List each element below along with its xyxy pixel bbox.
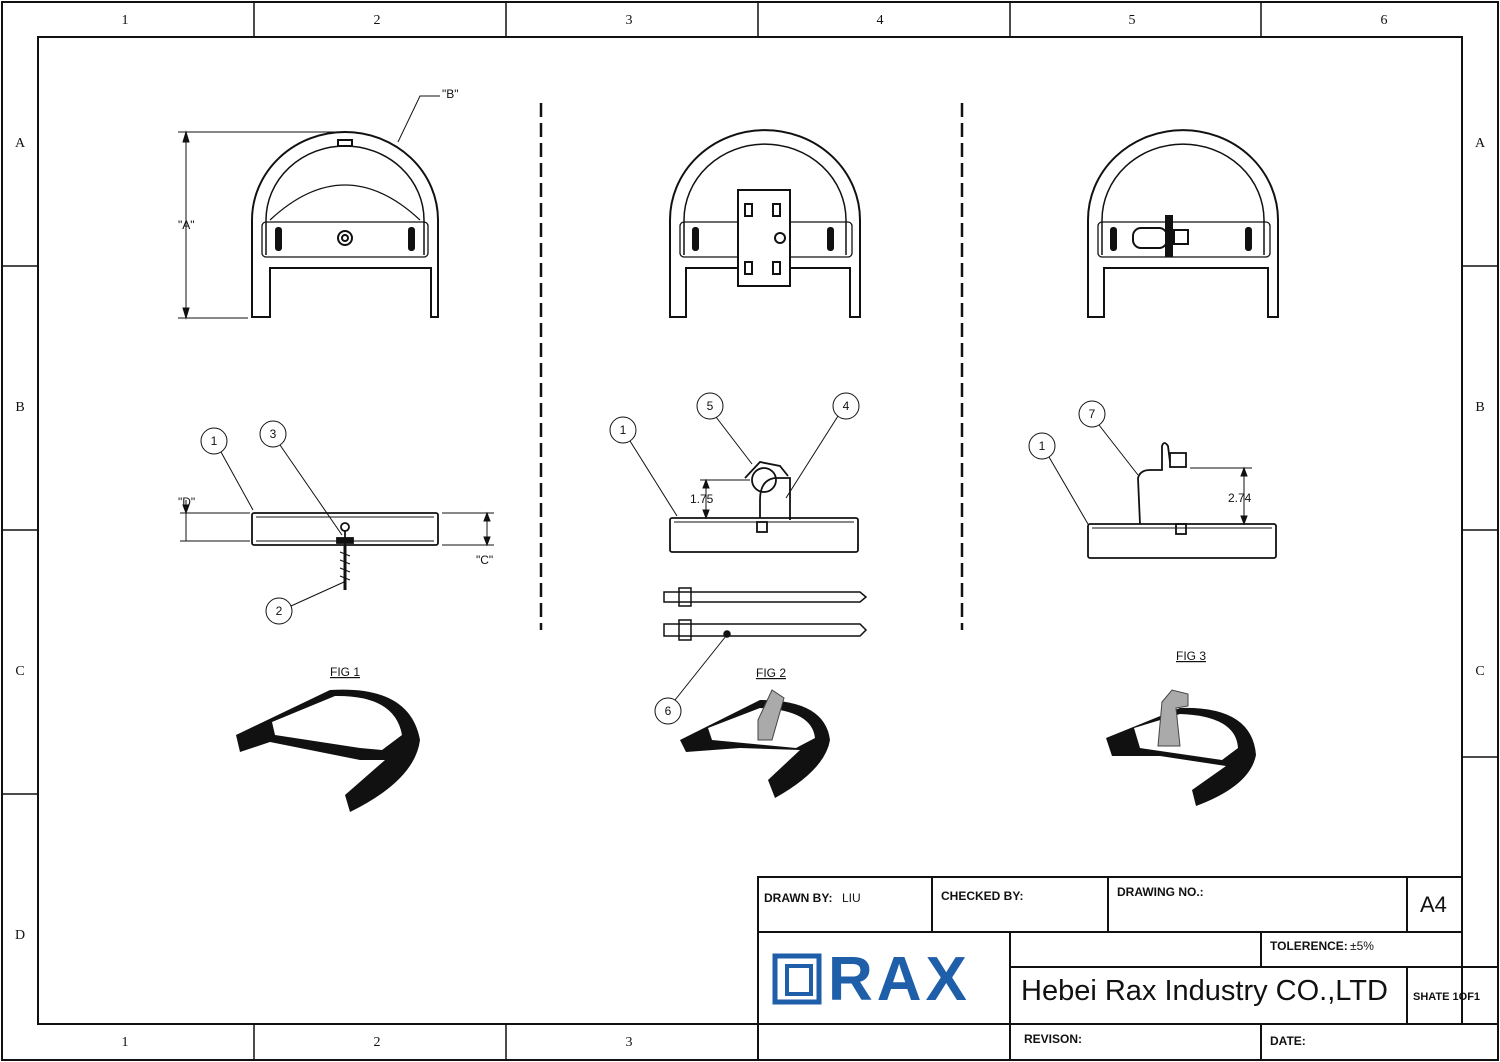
fig1-balloon-3: 3 xyxy=(270,427,277,441)
rax-logo-text: RAX xyxy=(828,945,971,1014)
zone-col-3-top: 3 xyxy=(626,13,633,28)
fig3-top-view xyxy=(1087,129,1279,318)
dim-b-label: "B" xyxy=(442,87,459,101)
zone-col-2-bottom: 2 xyxy=(374,1035,381,1050)
sheet-size: A4 xyxy=(1420,892,1447,917)
fig1-balloon-1: 1 xyxy=(211,434,218,448)
zone-row-d-left: D xyxy=(15,928,25,943)
zone-row-b-right: B xyxy=(1475,400,1484,415)
drawn-by-value: LIU xyxy=(842,891,861,905)
zone-row-c-right: C xyxy=(1475,664,1484,679)
zone-row-c-left: C xyxy=(15,664,24,679)
zone-col-1-top: 1 xyxy=(122,13,129,28)
zone-col-5-top: 5 xyxy=(1129,13,1136,28)
zone-row-a-left: A xyxy=(15,136,26,151)
dim-c-label: "C" xyxy=(476,553,493,567)
zone-col-6-top: 6 xyxy=(1381,13,1388,28)
fig3-balloon-1: 1 xyxy=(1039,439,1046,453)
fig3-balloon-7: 7 xyxy=(1089,407,1096,421)
fig2-balloon-5: 5 xyxy=(707,399,714,413)
checked-by-label: CHECKED BY: xyxy=(941,889,1024,903)
fig2-balloon-1: 1 xyxy=(620,423,627,437)
sheet-number: SHATE 1OF1 xyxy=(1413,991,1481,1003)
fig1-balloon-2: 2 xyxy=(276,604,283,618)
zone-row-b-left: B xyxy=(15,400,24,415)
fig3-side-view xyxy=(1087,442,1277,559)
revision-label: REVISON: xyxy=(1024,1032,1083,1046)
dim-d-label: "D" xyxy=(178,495,195,509)
zone-col-1-bottom: 1 xyxy=(122,1035,129,1050)
date-label: DATE: xyxy=(1270,1034,1306,1048)
drawn-by-label: DRAWN BY: xyxy=(764,891,833,905)
fig3-isometric xyxy=(1106,689,1256,806)
dim-a-label: "A" xyxy=(178,218,195,232)
fig2-balloon-6: 6 xyxy=(665,704,672,718)
zone-col-3-bottom: 3 xyxy=(626,1035,633,1050)
fig2-balloon-4: 4 xyxy=(843,399,850,413)
tolerance-label: TOLERENCE: xyxy=(1270,939,1348,953)
fig1-caption: FIG 1 xyxy=(330,665,360,679)
title-block-grid xyxy=(757,876,1498,1060)
fig1-isometric xyxy=(236,689,420,812)
fig3-dim-height: 2.74 xyxy=(1228,491,1252,505)
fig3-caption: FIG 3 xyxy=(1176,649,1206,663)
zone-row-a-right: A xyxy=(1475,136,1486,151)
fig2-top-view xyxy=(669,129,861,318)
rax-logo-icon xyxy=(772,953,822,1005)
company-name: Hebei Rax Industry CO.,LTD xyxy=(1021,975,1388,1007)
drawing-no-label: DRAWING NO.: xyxy=(1117,885,1204,899)
fig2-cable-ties xyxy=(663,587,868,641)
fig2-caption: FIG 2 xyxy=(756,666,786,680)
zone-col-2-top: 2 xyxy=(374,13,381,28)
fig2-dim-height: 1.75 xyxy=(690,492,714,506)
fig2-side-view xyxy=(669,461,859,553)
fig1-side-view xyxy=(251,512,439,590)
zone-col-4-top: 4 xyxy=(877,13,884,28)
tolerance-value: ±5% xyxy=(1350,939,1374,953)
fig2-isometric xyxy=(680,689,830,798)
fig1-top-view xyxy=(251,131,439,318)
